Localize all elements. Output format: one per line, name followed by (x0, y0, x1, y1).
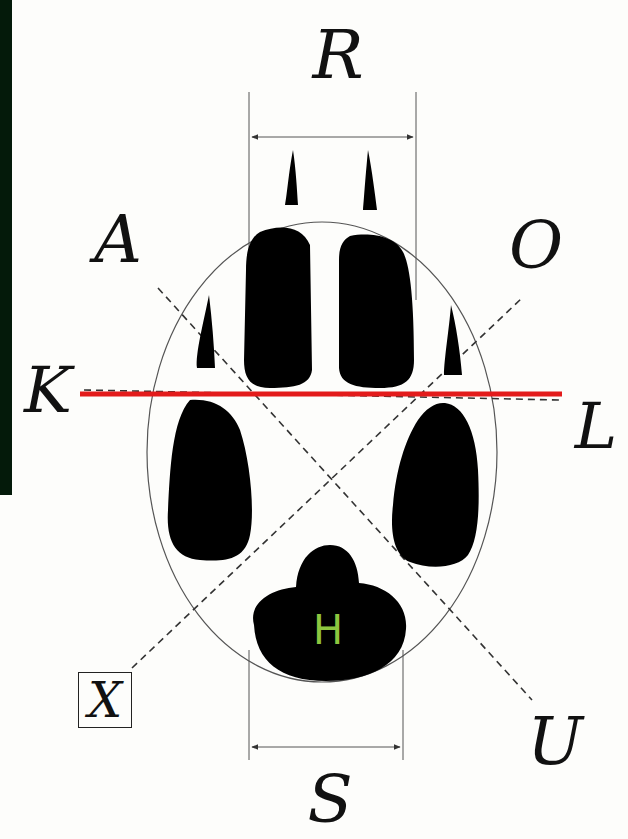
dimension-lines (249, 92, 416, 760)
axis-letter: R (312, 21, 363, 89)
heel-pad: H (246, 543, 410, 683)
axis-letter: S (307, 767, 352, 833)
claws (197, 150, 462, 375)
edge-band (0, 0, 12, 495)
axis-letter: U (527, 709, 583, 775)
axis-letter: L (575, 394, 618, 458)
axis-lines (84, 288, 560, 700)
boxed-letter: X (78, 672, 132, 728)
axis-letter: O (509, 213, 563, 279)
toe-pads (168, 228, 479, 567)
outline-ellipse (147, 222, 497, 682)
axis-letter: A (94, 207, 142, 273)
axis-letter: X (88, 676, 122, 724)
heel-letter: H (313, 610, 343, 650)
axis-letter: K (24, 358, 72, 422)
red-line (80, 392, 562, 397)
